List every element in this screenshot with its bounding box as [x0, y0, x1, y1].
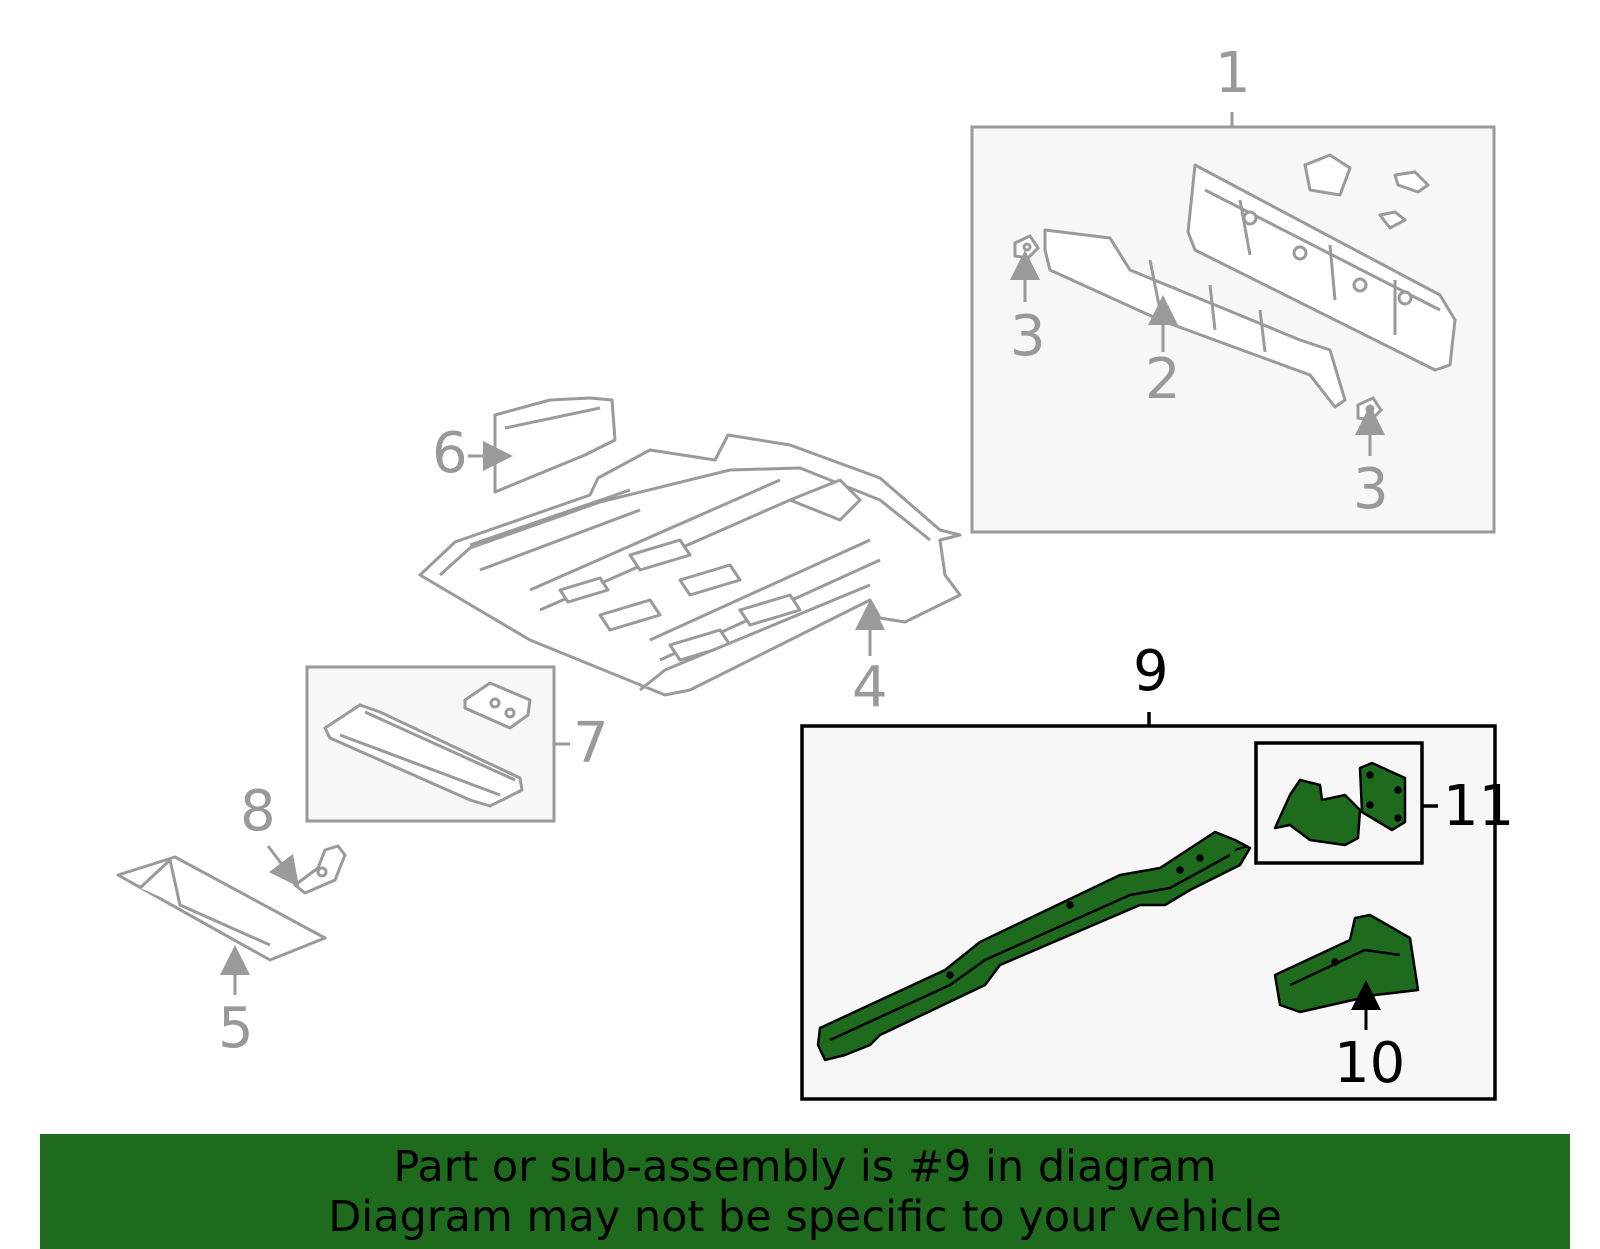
callout-8: 8 — [240, 779, 276, 844]
part-floor-bracket[interactable] — [493, 396, 617, 494]
part-rear-panel[interactable] — [1186, 153, 1457, 372]
callout-5: 5 — [218, 996, 254, 1061]
callout-7: 7 — [573, 711, 609, 776]
callout-4: 4 — [852, 655, 888, 720]
part-crossmember-7[interactable] — [323, 681, 532, 808]
part-floor-pan[interactable] — [418, 433, 962, 697]
callout-11: 11 — [1443, 774, 1514, 839]
leader-arrows — [220, 250, 1385, 1030]
info-banner: Part or sub-assembly is #9 in diagram Di… — [40, 1134, 1570, 1249]
part-tray-5[interactable] — [116, 855, 327, 962]
callout-3b: 3 — [1353, 457, 1389, 522]
callout-2: 2 — [1145, 347, 1181, 412]
callout-3a: 3 — [1010, 304, 1046, 369]
banner-line-disclaimer: Diagram may not be specific to your vehi… — [328, 1191, 1282, 1242]
part-bracket-11[interactable] — [1273, 761, 1407, 847]
callout-10: 10 — [1334, 1031, 1405, 1096]
banner-line-part: Part or sub-assembly is #9 in diagram — [393, 1141, 1217, 1192]
part-bracket-8[interactable] — [293, 844, 347, 895]
callout-1: 1 — [1215, 41, 1251, 106]
part-side-rail-9[interactable] — [816, 830, 1252, 1062]
part-rail-extension-10[interactable] — [1273, 913, 1420, 1014]
callout-6: 6 — [432, 421, 468, 486]
callout-9: 9 — [1133, 639, 1169, 704]
